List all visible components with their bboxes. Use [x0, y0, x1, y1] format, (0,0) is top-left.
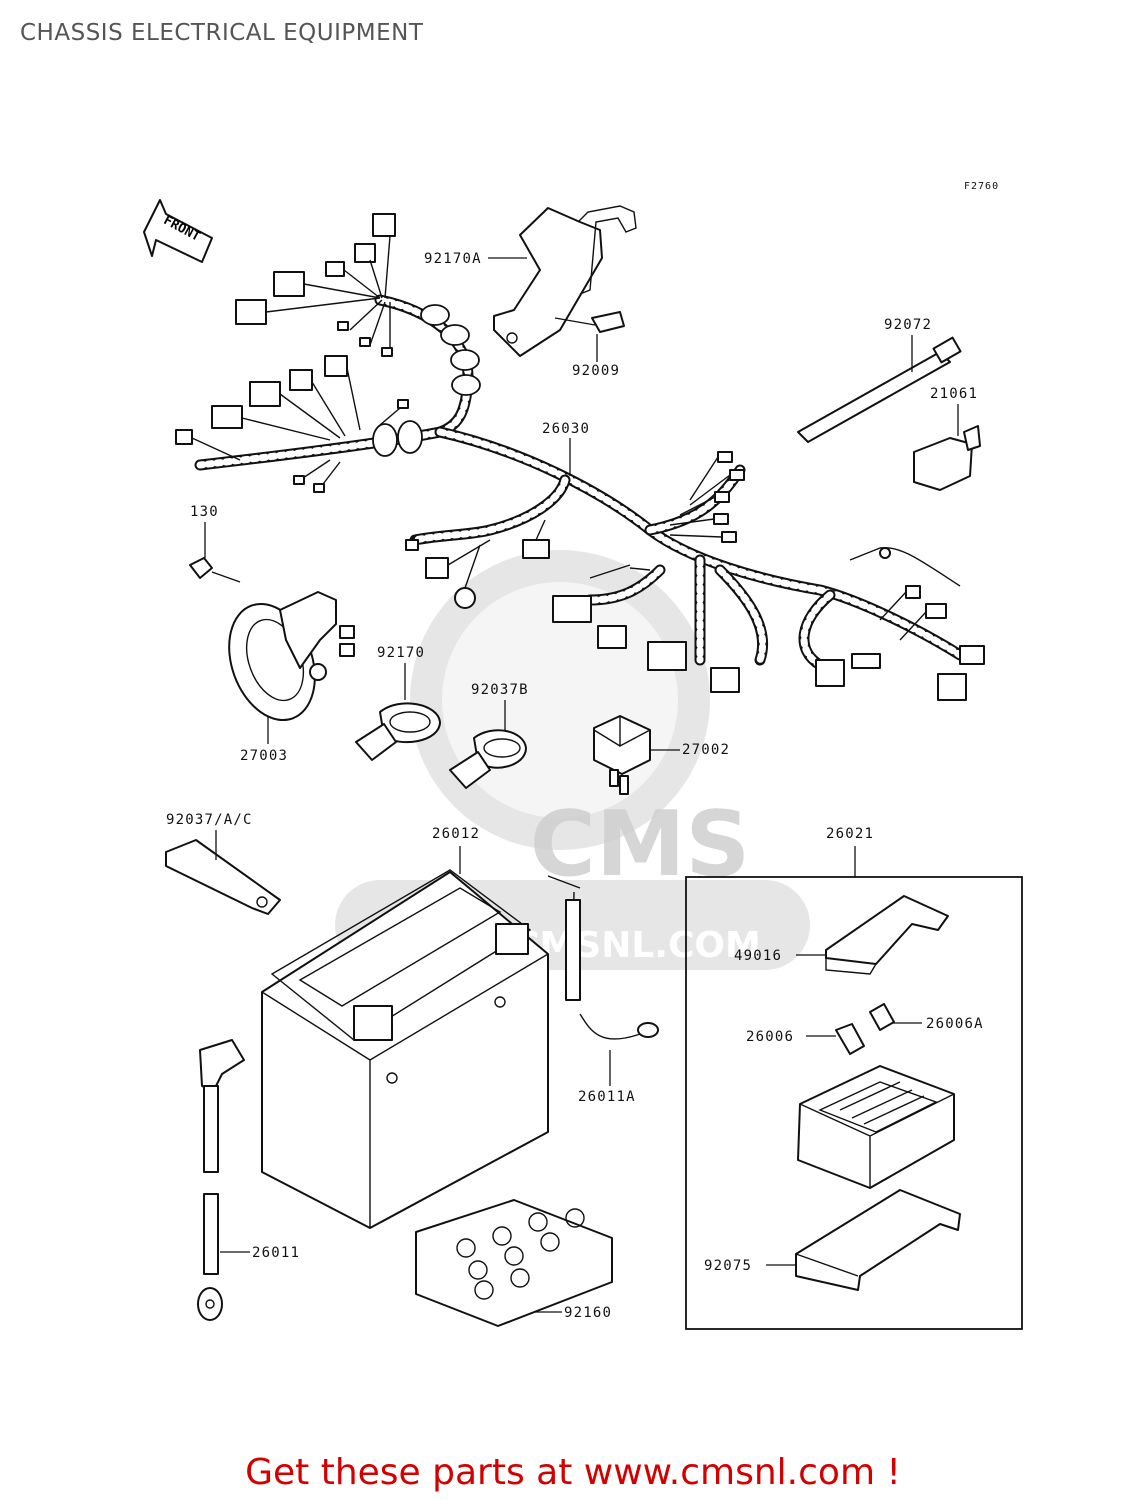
- clamp-92037b: [449, 729, 527, 789]
- label-26011: 26011: [252, 1245, 300, 1261]
- label-92072: 92072: [884, 317, 932, 333]
- label-49016: 49016: [734, 948, 782, 964]
- fuse-26006a: [869, 1003, 895, 1031]
- terminal-92037: [165, 839, 281, 915]
- fuse-26006: [835, 1023, 865, 1055]
- label-130: 130: [190, 504, 219, 520]
- label-27003: 27003: [240, 748, 288, 764]
- relay-21061: [913, 425, 981, 491]
- battery-26012: [261, 869, 549, 1229]
- watermark-logo: CMS: [530, 792, 750, 897]
- label-26030: 26030: [542, 421, 590, 437]
- cover-49016: [825, 895, 949, 975]
- bolt-130: [189, 557, 241, 583]
- figure-ref: F2760: [964, 181, 999, 192]
- label-21061: 21061: [930, 386, 978, 402]
- cover-92075: [795, 1189, 961, 1291]
- label-92170: 92170: [377, 645, 425, 661]
- clamp-92170: [355, 702, 441, 761]
- fuse-box-group-frame: [685, 876, 1023, 1330]
- label-92037b: 92037B: [471, 682, 529, 698]
- label-26021: 26021: [826, 826, 874, 842]
- cable-26011a: [547, 875, 659, 1040]
- label-92170a: 92170A: [424, 251, 482, 267]
- label-26012: 26012: [432, 826, 480, 842]
- label-92160: 92160: [564, 1305, 612, 1321]
- strap-92072: [797, 336, 962, 443]
- label-26011a: 26011A: [578, 1089, 636, 1105]
- fuse-box-body: [797, 1065, 955, 1189]
- cable-26011: [197, 1039, 245, 1321]
- bracket-92170a: [493, 205, 637, 357]
- footer-link[interactable]: Get these parts at www.cmsnl.com !: [245, 1452, 901, 1493]
- label-26006a: 26006A: [926, 1016, 984, 1032]
- wiring-harness: [175, 213, 985, 701]
- label-27002: 27002: [682, 742, 730, 758]
- horn-27003: [228, 591, 355, 722]
- label-92037-a-c: 92037/A/C: [166, 812, 253, 828]
- page-title: CHASSIS ELECTRICAL EQUIPMENT: [20, 20, 424, 46]
- label-26006: 26006: [746, 1029, 794, 1045]
- pad-92160: [415, 1199, 613, 1327]
- front-arrow-icon: FRONT: [143, 199, 213, 263]
- label-92009: 92009: [572, 363, 620, 379]
- label-92075: 92075: [704, 1258, 752, 1274]
- relay-27002: [593, 715, 651, 795]
